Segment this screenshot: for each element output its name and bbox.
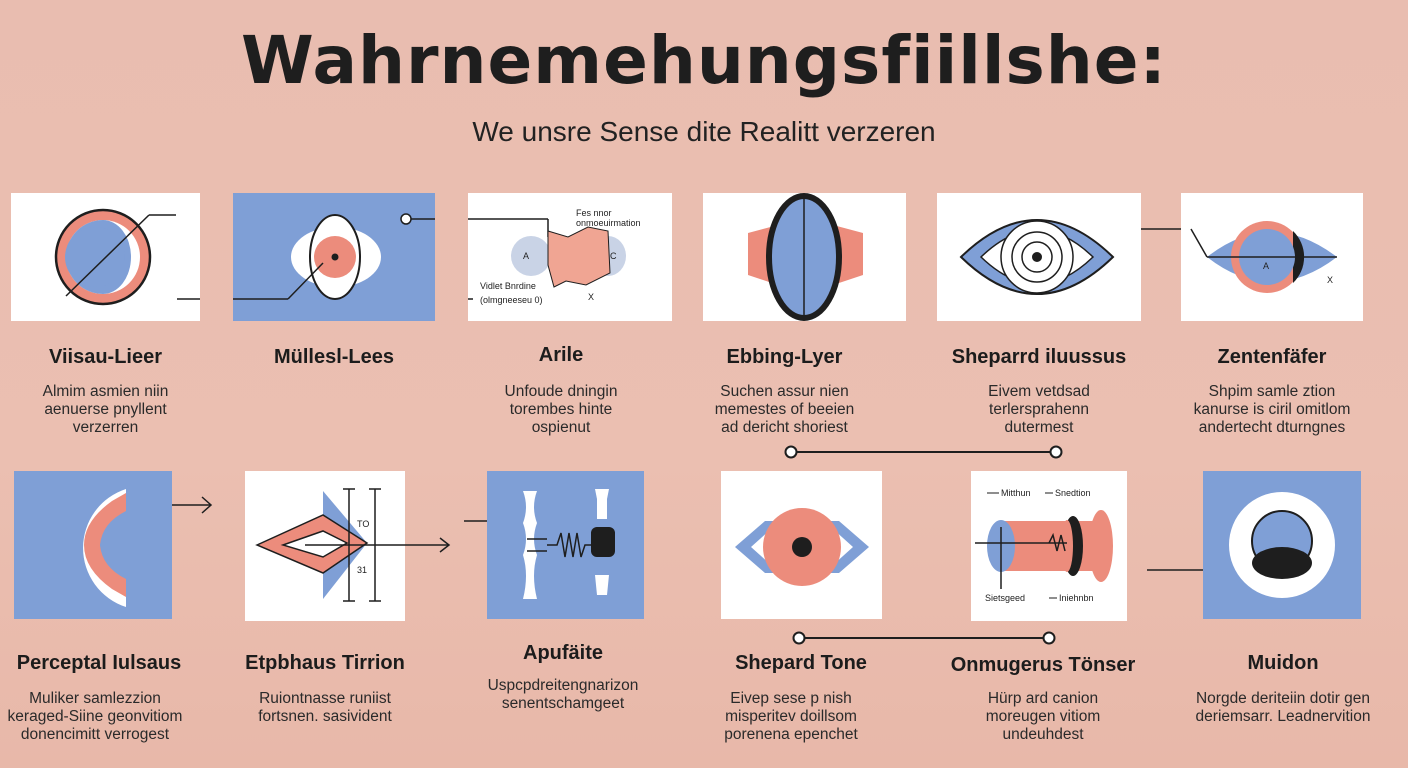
onm-bottom-2: Iniehnbn bbox=[1059, 593, 1094, 603]
arile-top-1: Fes nnor bbox=[576, 208, 612, 218]
label-visual-illusion: Viisau-Lieer bbox=[48, 346, 163, 368]
zentenfaefer-tile: A X bbox=[1181, 193, 1363, 321]
muller-lyer-tile bbox=[233, 193, 435, 321]
zent-x-label: X bbox=[1327, 275, 1333, 285]
onm-top-2: Snedtion bbox=[1055, 488, 1091, 498]
label-arile: Arile bbox=[538, 344, 584, 366]
apufaite-tile bbox=[487, 471, 644, 619]
onmugerus-tile: Mitthun Snedtion Sietsgeed Iniehnbn bbox=[971, 471, 1127, 621]
arile-bottom-1: Vidlet Bnrdine bbox=[480, 281, 536, 291]
shepard-tone-tile bbox=[721, 471, 882, 619]
muidon-tile bbox=[1203, 471, 1361, 619]
arile-c-label: C bbox=[610, 251, 617, 261]
shepard-illusion-tile bbox=[937, 193, 1141, 321]
ebbinghaus-tile bbox=[703, 193, 906, 321]
arile-bottom-2: (olmgneeseu 0) bbox=[480, 295, 543, 305]
arile-tile: A C Fes nnor onmoeuirmation Vidlet Bnrdi… bbox=[468, 193, 672, 321]
label-apufaite: Apufäite bbox=[523, 642, 603, 664]
label-shepard-tone: Shepard Tone bbox=[735, 652, 867, 674]
onm-top-1: Mitthun bbox=[1001, 488, 1031, 498]
label-ebbing-lyer: Ebbing-Lyer bbox=[726, 346, 843, 368]
label-perceptal: Perceptal Iulsaus bbox=[16, 652, 182, 674]
label-onmugerus: Onmugerus Tönser bbox=[950, 654, 1136, 676]
etp-top-label: TO bbox=[357, 519, 369, 529]
label-shepard-illusion: Sheparrd iluussus bbox=[951, 346, 1127, 368]
label-etpbhaus: Etpbhaus Tirrion bbox=[245, 652, 405, 674]
label-muller-lyer: Müllesl-Lees bbox=[273, 346, 395, 368]
etp-bottom-label: 31 bbox=[357, 565, 367, 575]
perceptal-tile bbox=[14, 471, 172, 619]
etpbhaus-tile: TO 31 bbox=[245, 471, 405, 621]
page-subtitle: We unsre Sense dite Realitt verzeren bbox=[472, 116, 936, 147]
label-muidon: Muidon bbox=[1247, 652, 1319, 674]
arile-x-label: X bbox=[588, 292, 594, 302]
label-zentenfaefer: Zentenfäfer bbox=[1217, 346, 1327, 368]
zent-a-label: A bbox=[1263, 261, 1269, 271]
visual-illusion-tile bbox=[11, 193, 200, 321]
onm-bottom-1: Sietsgeed bbox=[985, 593, 1025, 603]
arile-top-2: onmoeuirmation bbox=[576, 218, 641, 228]
page-title: Wahrnemehungsfiillshe: bbox=[241, 22, 1167, 99]
arile-a-label: A bbox=[523, 251, 529, 261]
